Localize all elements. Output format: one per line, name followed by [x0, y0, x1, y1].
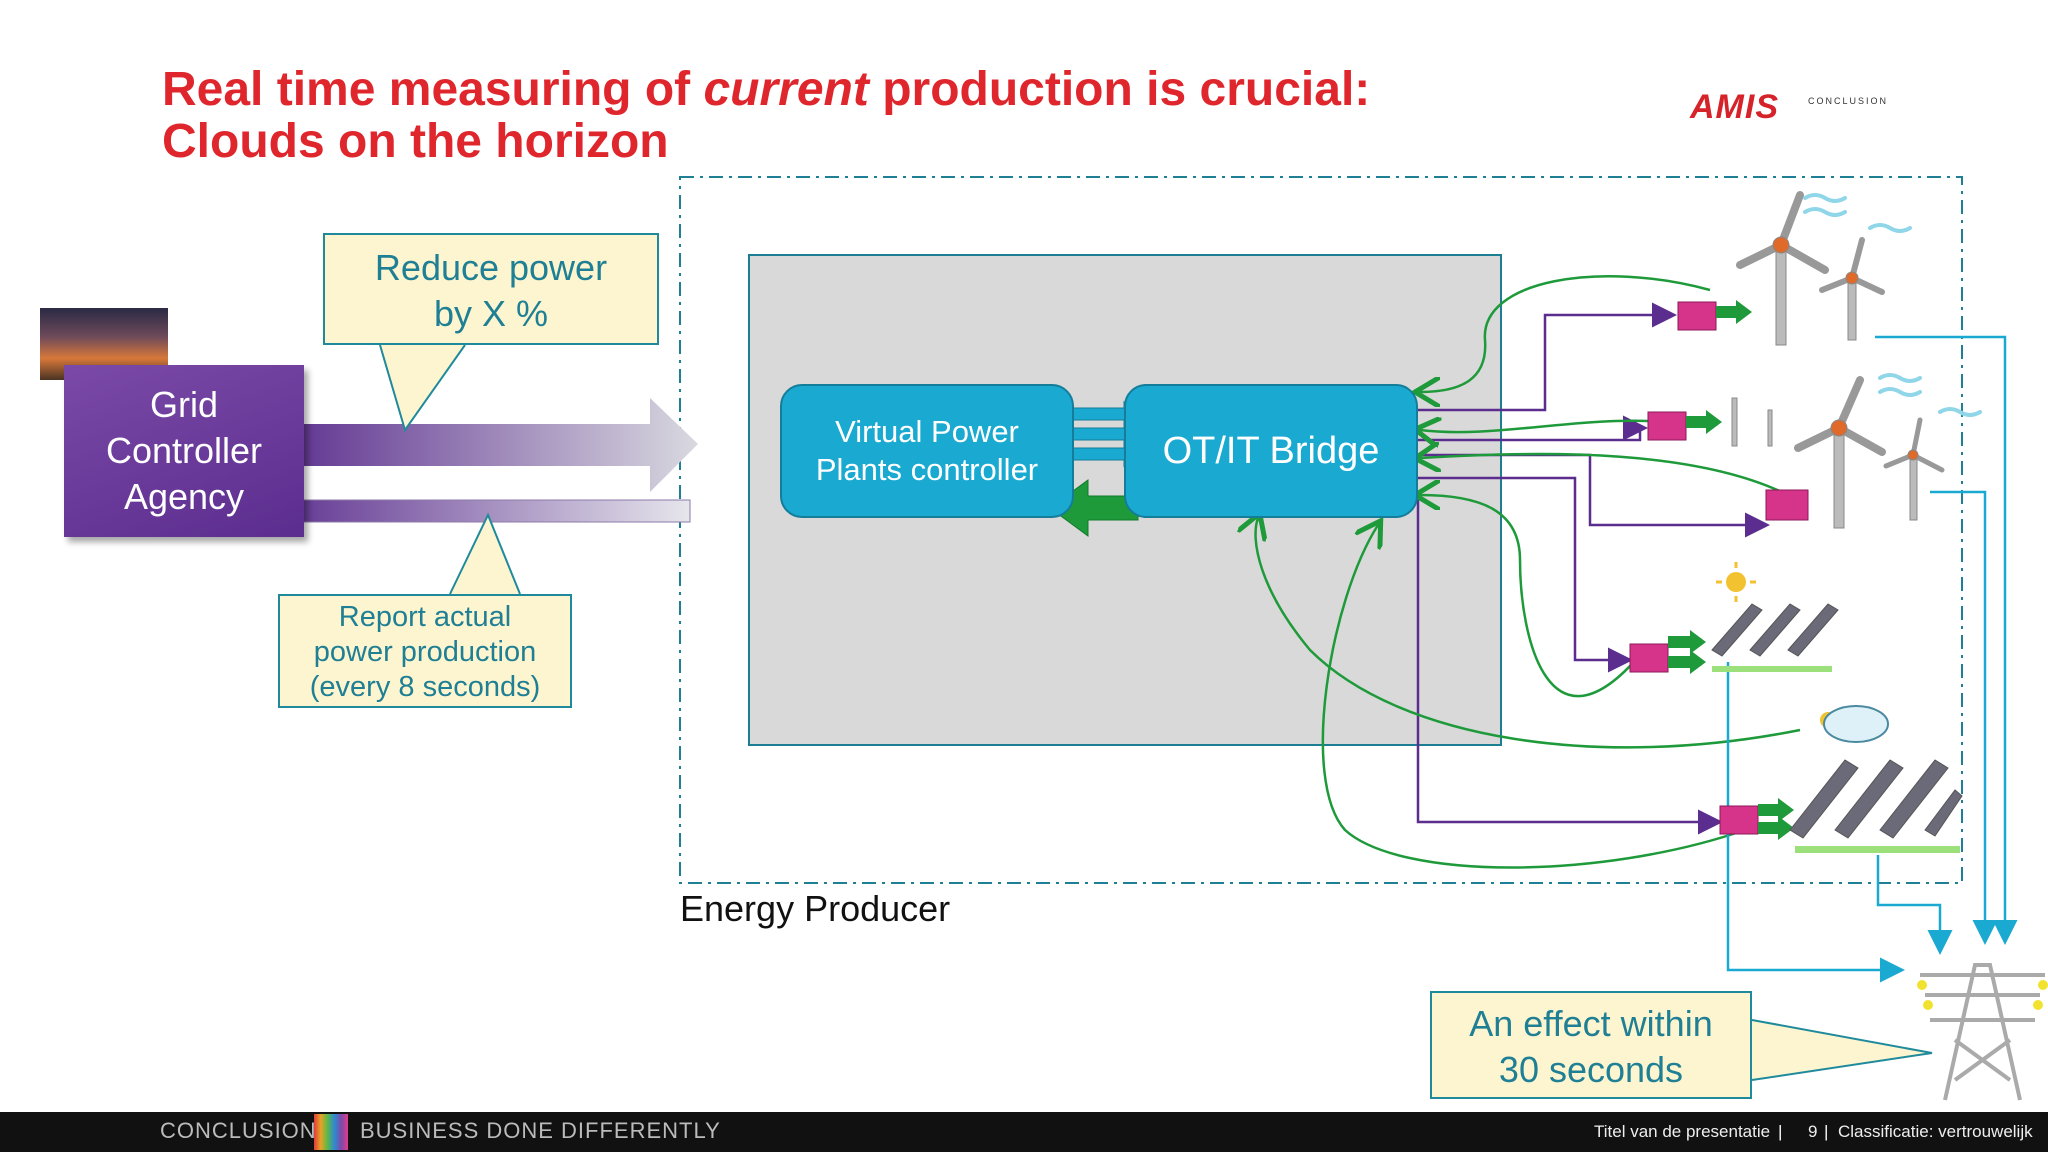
effect-callout-pointer [1751, 1019, 1933, 1081]
device-box-5 [1719, 798, 1794, 840]
report-arrow [261, 484, 691, 538]
grid-feed-lines [1726, 335, 2018, 983]
footer-classification: Classificatie: vertrouwelijk [1838, 1122, 2033, 1141]
ot-it-bridge: OT/IT Bridge [1124, 384, 1418, 518]
footer-separator-2: | [1824, 1122, 1829, 1141]
effect-callout: An effect within 30 seconds [1430, 991, 1752, 1099]
report-production-callout: Report actual power production (every 8 … [278, 594, 572, 708]
footer-page-number: 9 [1808, 1122, 1818, 1141]
device-box-3 [1765, 489, 1809, 521]
device-box-2 [1647, 410, 1722, 441]
wind-icon [1803, 193, 1982, 417]
virtual-power-plants-controller: Virtual Power Plants controller [780, 384, 1074, 518]
device-box-1 [1677, 300, 1752, 331]
energy-producer-boundary [679, 176, 1963, 884]
amis-logo-sub: CONCLUSION [1808, 96, 1889, 106]
command-arrow [270, 398, 698, 492]
report-callout-pointer [449, 512, 521, 595]
device-box-4 [1629, 630, 1706, 674]
wind-turbine-icon [1731, 191, 1945, 529]
grid-controller-agency: Grid Controller Agency [64, 365, 304, 537]
reduce-callout-pointer [379, 344, 466, 433]
amis-logo: AMIS [1690, 88, 1779, 126]
cloud-icon [1823, 705, 1889, 743]
control-lines [1416, 302, 1770, 835]
reduce-power-callout: Reduce power by X % [323, 233, 659, 345]
energy-producer-label: Energy Producer [680, 888, 951, 929]
footer-presentation-title: Titel van de presentatie [1594, 1122, 1771, 1141]
footer-tagline: BUSINESS DONE DIFFERENTLY [360, 1118, 721, 1143]
footer-color-bars [314, 1114, 348, 1150]
device-boxes [1629, 300, 1809, 840]
sun-icon [1716, 562, 1836, 728]
slide-title: Real time measuring of current productio… [162, 63, 1371, 168]
footer-brand: CONCLUSION [160, 1118, 317, 1143]
feedback-lines [1256, 275, 1801, 869]
solar-panel-icon [1711, 603, 1963, 853]
footer-separator-1: | [1778, 1122, 1783, 1141]
power-pylon-icon [1917, 963, 2048, 1101]
